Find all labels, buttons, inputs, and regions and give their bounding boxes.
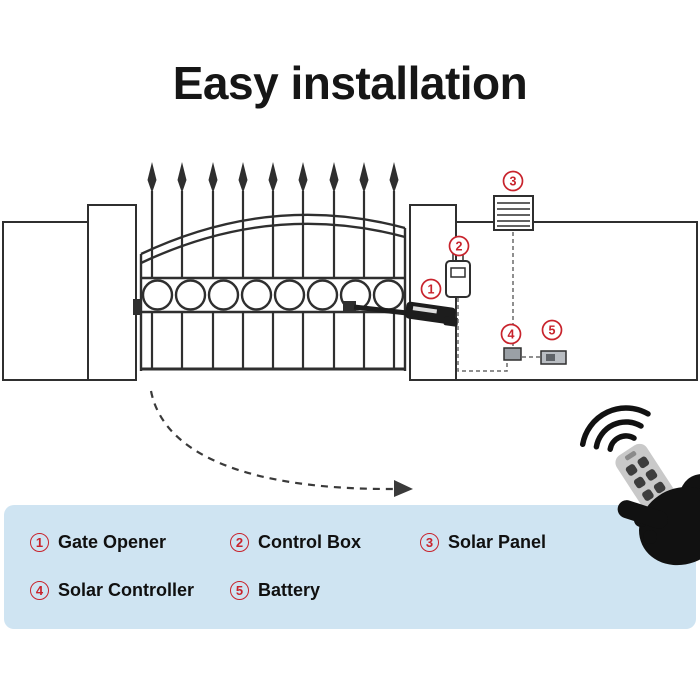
callout-number-2: 2 — [230, 532, 249, 552]
svg-text:3: 3 — [510, 175, 517, 189]
legend-label-solar-controller: Solar Controller — [58, 579, 195, 600]
gate-spear-finials — [147, 162, 399, 193]
legend-item-control-box: 2 Control Box — [230, 531, 420, 553]
fist — [639, 486, 700, 566]
callout-number-5: 5 — [230, 580, 249, 600]
legend-item-solar-panel: 3 Solar Panel — [420, 531, 696, 553]
actuator-pillar-mount — [443, 316, 459, 327]
callout-5: 5 — [541, 319, 563, 341]
battery — [540, 350, 567, 365]
svg-text:1: 1 — [428, 283, 435, 297]
legend-label-battery: Battery — [258, 579, 321, 600]
legend-item-solar-controller: 4 Solar Controller — [30, 579, 230, 601]
actuator-body — [405, 301, 456, 325]
callout-number-4: 4 — [30, 580, 49, 600]
wall-right — [455, 221, 698, 381]
legend-panel: 1 Gate Opener 2 Control Box 3 Solar Pane… — [4, 505, 696, 629]
gate-opener-actuator — [343, 301, 459, 327]
solar-controller — [503, 347, 522, 361]
wifi-signal-icon — [579, 405, 651, 452]
solar-panel-frame — [493, 195, 534, 231]
gate — [133, 162, 407, 371]
pillar-left — [87, 204, 137, 381]
battery-terminal — [546, 354, 555, 361]
callout-2: 2 — [448, 235, 470, 257]
callout-1: 1 — [420, 278, 442, 300]
actuator-gate-bracket — [343, 301, 356, 312]
gate-swing-arrow — [149, 390, 413, 497]
gate-bars-bottom — [150, 313, 396, 369]
hand-silhouette — [617, 473, 700, 566]
finger — [643, 530, 657, 544]
svg-text:4: 4 — [508, 328, 515, 342]
callout-4: 4 — [500, 323, 522, 345]
legend-item-gate-opener: 1 Gate Opener — [30, 531, 230, 553]
gate-ring-ornaments — [141, 279, 405, 311]
thumb — [617, 500, 668, 529]
svg-text:5: 5 — [549, 324, 556, 338]
gate-hinge — [133, 299, 142, 315]
legend-label-solar-panel: Solar Panel — [448, 531, 547, 552]
wall-left — [2, 221, 89, 381]
page-title: Easy installation — [172, 57, 528, 109]
callout-number-3: 3 — [420, 532, 439, 552]
control-box-detail — [450, 267, 466, 278]
callout-number-1: 1 — [30, 532, 49, 552]
wiring-controlbox-to-controller — [457, 298, 508, 372]
callout-3: 3 — [502, 170, 524, 192]
legend-item-battery: 5 Battery — [230, 579, 420, 601]
legend-label-gate-opener: Gate Opener — [58, 531, 167, 552]
control-box-body — [445, 260, 471, 298]
arrowhead — [394, 480, 413, 497]
solar-panel — [493, 195, 534, 231]
remote-buttons — [625, 456, 666, 501]
svg-text:2: 2 — [456, 240, 463, 254]
solar-panel-slats — [497, 202, 530, 227]
wall-structure — [2, 204, 698, 381]
legend-label-control-box: Control Box — [258, 531, 361, 552]
remote-led — [625, 451, 637, 461]
gate-bars-top — [150, 191, 396, 278]
